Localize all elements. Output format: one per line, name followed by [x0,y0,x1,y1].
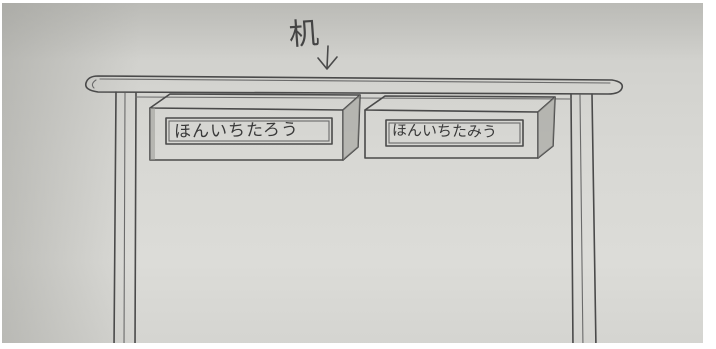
down-arrow-icon [317,45,338,70]
name-tag-right: ほんいちたみう [391,121,498,141]
desk-label: 机 [287,15,322,54]
drawer-left [149,93,361,161]
desk-frame [135,96,572,100]
desk-leg-right [570,93,597,349]
name-tag-left: ほんいちたろう [173,119,300,143]
photo-border-top [0,0,716,3]
paper-shadow [0,0,140,349]
paper-shadow-top [0,0,716,60]
drawer-right [364,95,556,159]
desk-leg-left [113,91,137,349]
photo-border-right [703,0,716,349]
desk-top [84,75,624,95]
photo-border-bottom [0,343,716,349]
photo-border-left [0,0,2,349]
